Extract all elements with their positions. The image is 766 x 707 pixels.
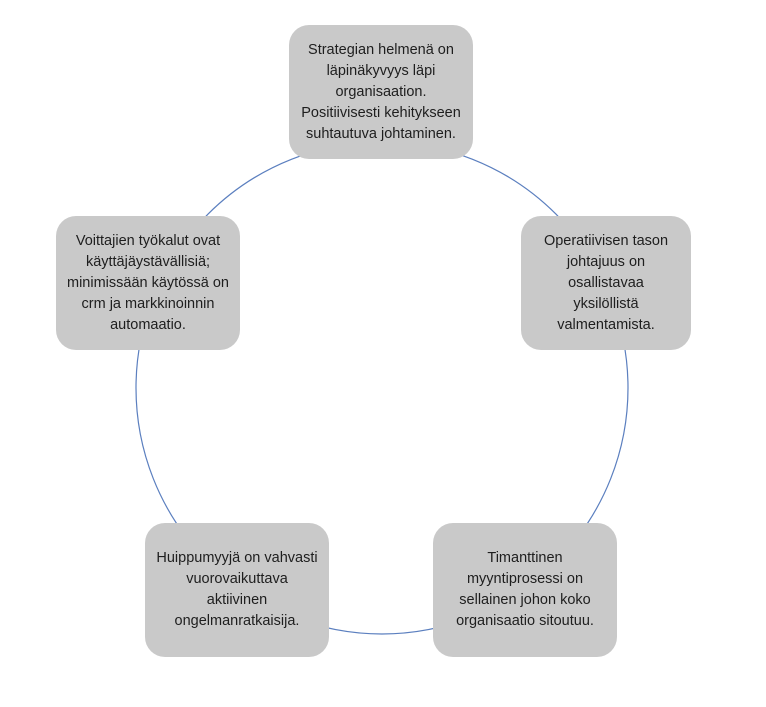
- cycle-node-tools: Voittajien työkalut ovat käyttäjäystäväl…: [56, 216, 240, 350]
- cycle-node-sales-process: Timanttinen myyntiprosessi on sellainen …: [433, 523, 617, 657]
- cycle-node-strategy: Strategian helmenä on läpinäkyvyys läpi …: [289, 25, 473, 159]
- cycle-node-top-seller: Huippumyyjä on vahvasti vuorovaikuttava …: [145, 523, 329, 657]
- cycle-node-operative-leadership: Operatiivisen tason johtajuus on osallis…: [521, 216, 691, 350]
